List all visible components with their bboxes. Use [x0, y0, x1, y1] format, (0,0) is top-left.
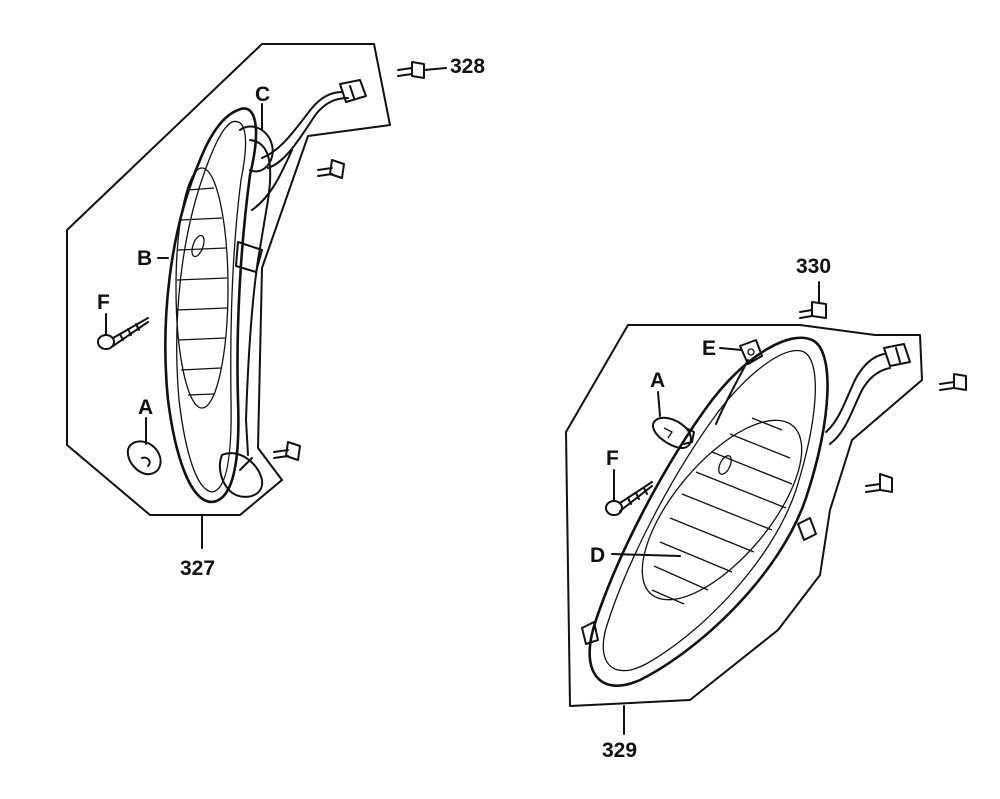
right-assembly-boundary — [565, 324, 923, 707]
label-a-right: A — [650, 369, 666, 392]
label-b: B — [137, 247, 153, 270]
right-bulb-window — [718, 455, 732, 475]
right-turn-signal-assembly — [565, 281, 967, 735]
left-wire-harness-c — [251, 149, 293, 211]
leader-d — [611, 553, 681, 557]
left-wire-connector — [339, 79, 367, 103]
label-c: C — [255, 83, 271, 106]
left-bulb-a — [126, 440, 162, 476]
left-bracket-lower-hole — [239, 457, 253, 471]
right-screw-upper — [939, 373, 967, 391]
left-wire-harness-b — [267, 97, 349, 169]
left-wire-harness-a — [261, 91, 343, 159]
label-e: E — [702, 337, 717, 360]
screw-330 — [799, 281, 827, 319]
left-screw-lower — [273, 441, 301, 461]
label-a-left: A — [138, 396, 154, 419]
right-lens-rim — [602, 349, 816, 672]
right-screw-lower — [865, 473, 893, 493]
right-wire-connector-detail — [895, 347, 901, 363]
label-330: 330 — [796, 255, 832, 278]
screw-328 — [397, 61, 447, 79]
right-lens-body — [588, 336, 829, 687]
label-328: 328 — [450, 55, 486, 78]
right-wire-harness-b — [829, 367, 891, 445]
label-327: 327 — [180, 557, 216, 580]
right-tapping-screw-f — [605, 481, 653, 516]
label-f-left: F — [97, 291, 110, 314]
right-inner-edge — [715, 359, 749, 425]
left-bracket-mid — [235, 241, 263, 273]
right-wire-connector — [883, 343, 911, 367]
label-f-right: F — [606, 447, 619, 470]
left-screw-upper — [317, 159, 345, 179]
right-bracket-bottom — [581, 621, 599, 645]
leader-a-right — [657, 391, 661, 417]
label-d: D — [590, 544, 606, 567]
right-bracket-e — [739, 339, 763, 365]
left-wire-connector-detail — [349, 85, 355, 99]
right-bracket-e-hole — [747, 348, 755, 356]
left-bulb-window — [191, 234, 205, 258]
left-bracket-lower — [218, 452, 264, 498]
left-lens-insert — [175, 167, 229, 409]
left-turn-signal-assembly — [66, 43, 447, 549]
right-lens-insert — [641, 419, 803, 601]
leader-e — [719, 347, 743, 351]
right-bracket-lower — [797, 517, 817, 541]
right-bulb-a — [652, 416, 695, 449]
right-wire-harness-a — [825, 353, 885, 433]
label-329: 329 — [602, 739, 638, 762]
left-lens-body — [164, 107, 258, 504]
left-bracket-upper — [239, 125, 274, 173]
left-assembly-boundary — [66, 43, 391, 516]
left-lens-rim — [176, 120, 247, 493]
